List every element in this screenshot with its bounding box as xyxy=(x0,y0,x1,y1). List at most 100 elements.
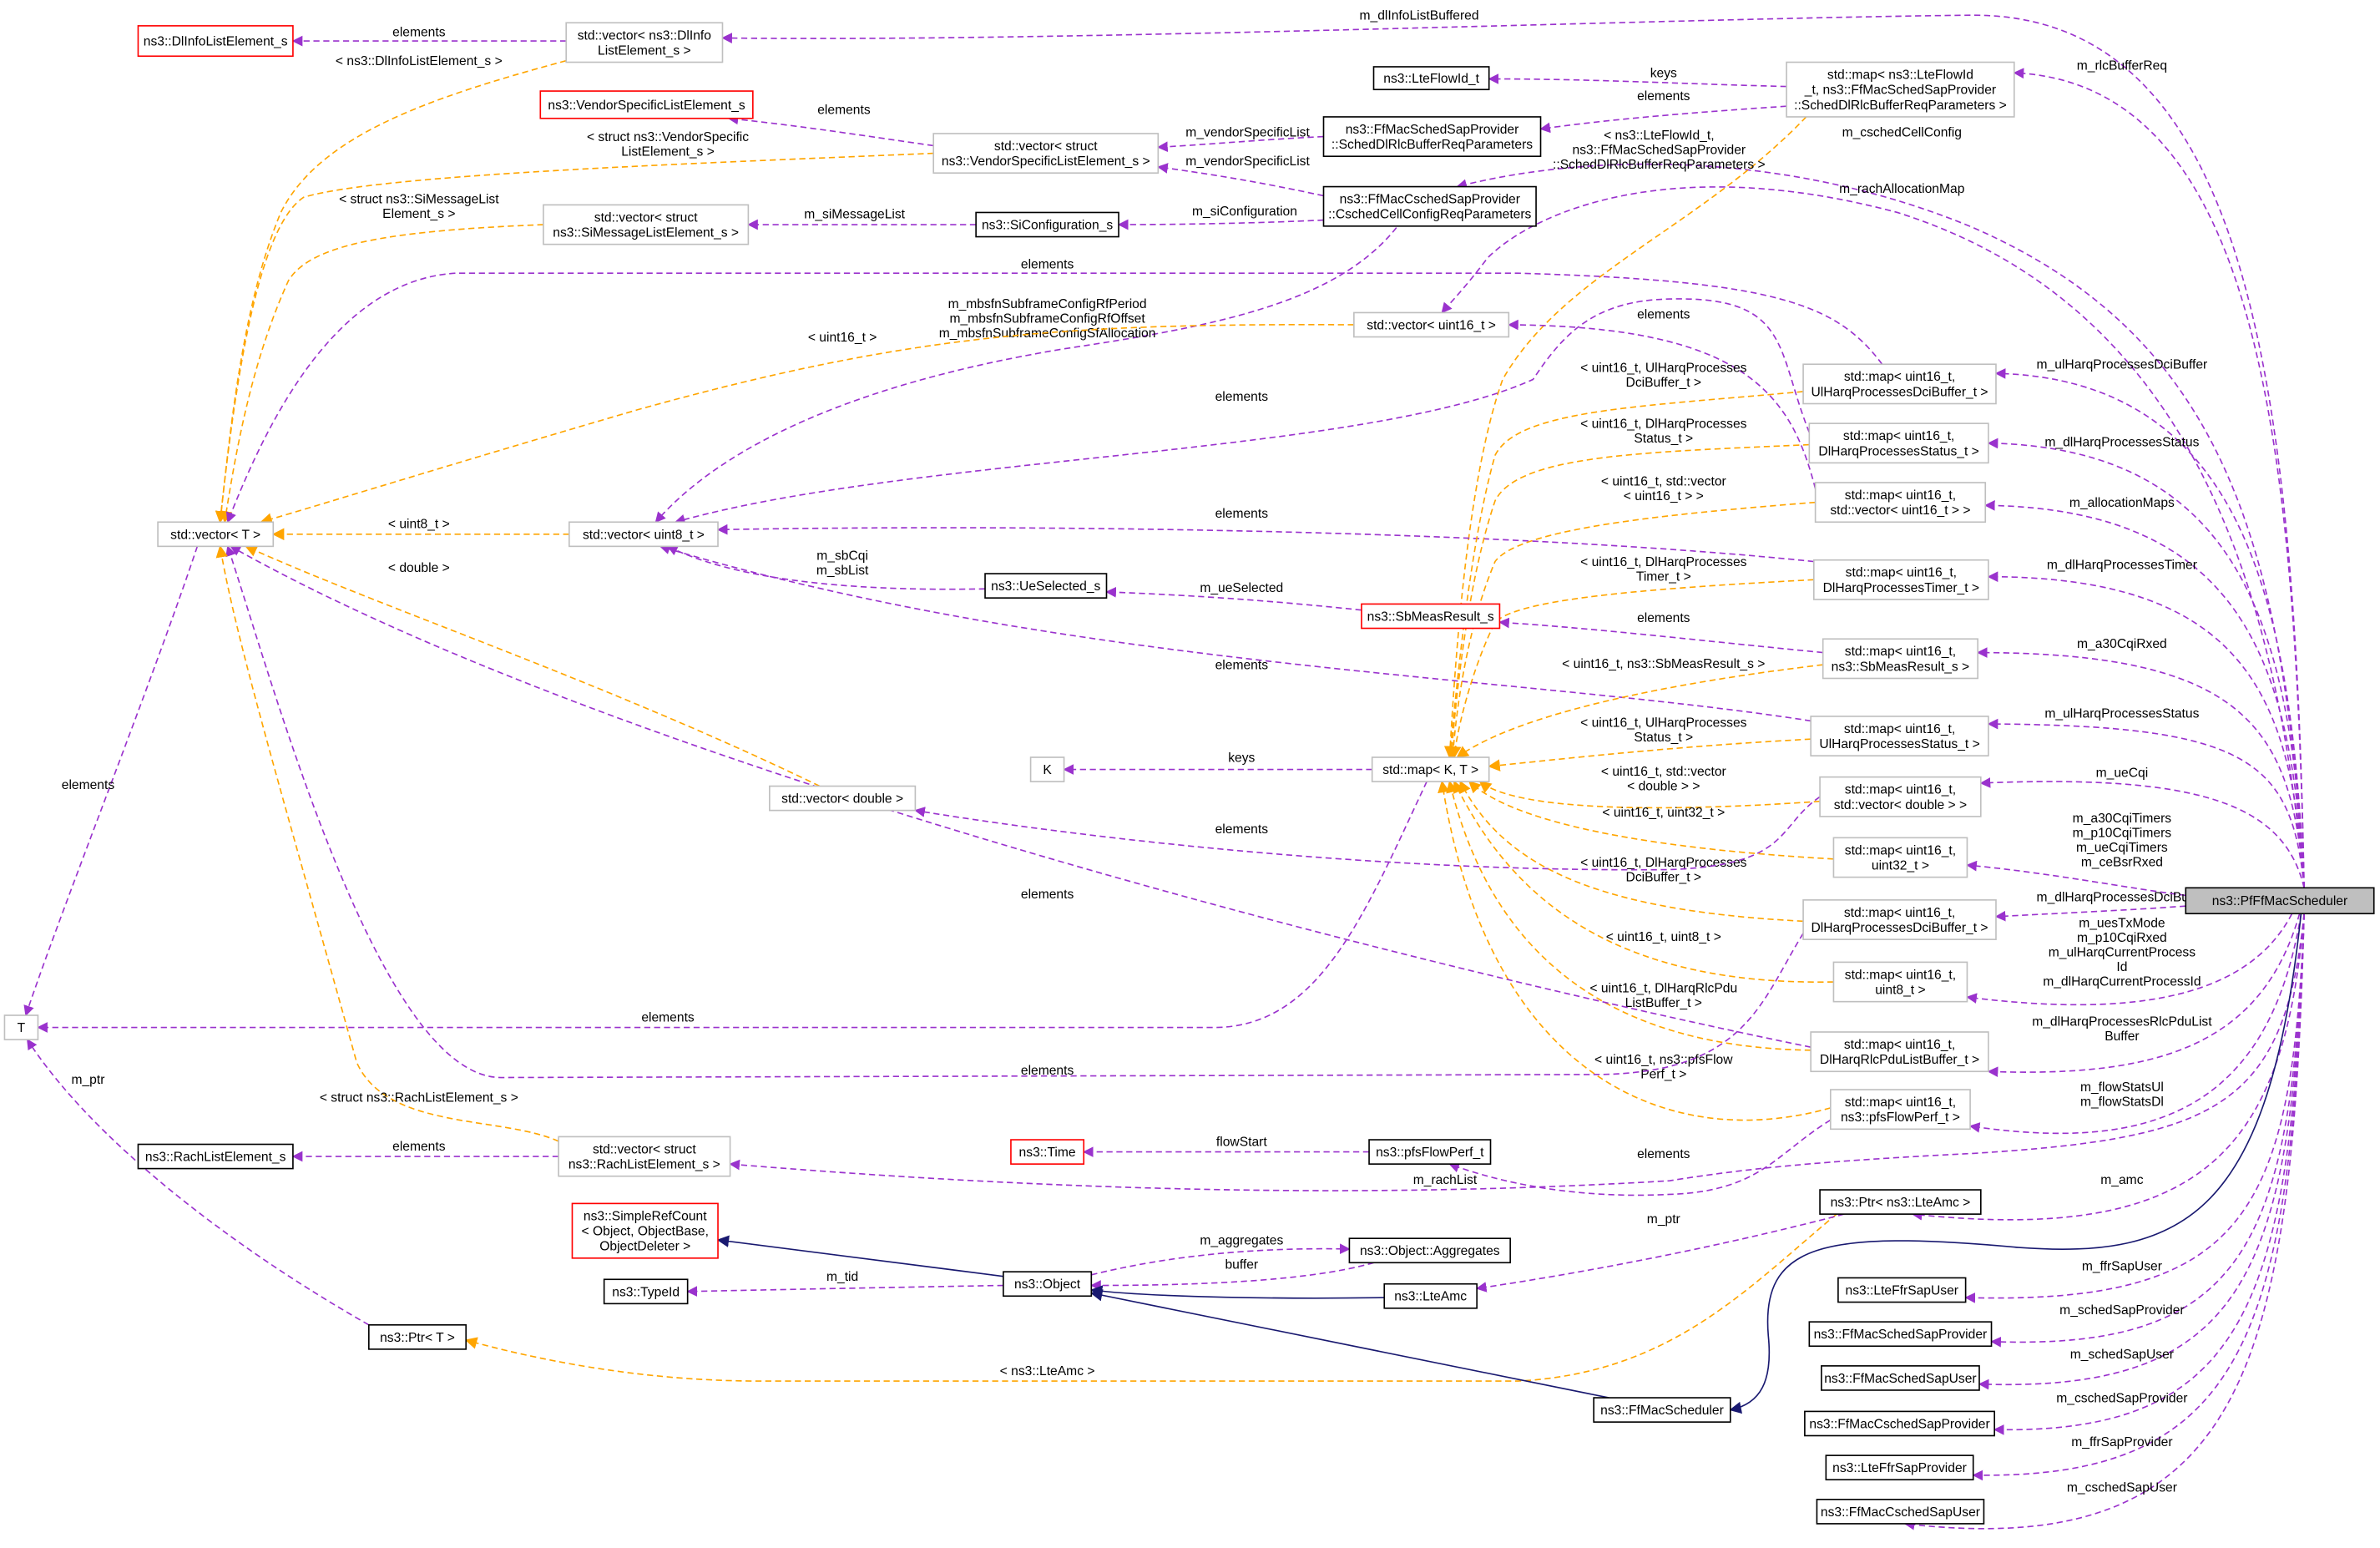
class-node-ff-mac-csched-sap-user[interactable]: ns3::FfMacCschedSapUser xyxy=(1816,1499,1985,1525)
class-node-dl-info-list-element[interactable]: ns3::DlInfoListElement_s xyxy=(137,25,294,58)
node-label: uint32_t > xyxy=(1872,859,1929,873)
class-node-ff-mac-sched-sap-provider[interactable]: ns3::FfMacSchedSapProvider xyxy=(1808,1321,1993,1348)
node-label: ns3::Object::Aggregates xyxy=(1360,1244,1500,1258)
node-label: ns3::VendorSpecificListElement_s > xyxy=(942,154,1150,169)
class-node-map-pfs-flow[interactable]: std::map< uint16_t,ns3::pfsFlowPerf_t > xyxy=(1829,1089,1971,1131)
node-box xyxy=(603,1278,689,1305)
class-node-vec-uint16[interactable]: std::vector< uint16_t > xyxy=(1353,311,1510,338)
node-box xyxy=(1786,61,2015,118)
edge-template: < uint16_t, ns3::SbMeasResult_s > xyxy=(1456,657,1823,758)
edge-member: m_cschedSapUser xyxy=(1903,913,2305,1530)
edge-member: elements xyxy=(1508,308,1817,489)
node-box xyxy=(975,211,1119,238)
template-edge-line xyxy=(1446,780,1812,1051)
class-node-object[interactable]: ns3::Object xyxy=(1003,1271,1093,1298)
edge-label: m_dlHarqProcessesDciBuffer xyxy=(2037,891,2208,905)
node-label: ns3::Time xyxy=(1019,1146,1076,1160)
template-edge-line xyxy=(215,152,934,524)
class-node-vec-rach[interactable]: std::vector< structns3::RachListElement_… xyxy=(558,1136,731,1177)
class-node-k[interactable]: K xyxy=(1029,756,1065,782)
member-edge-line xyxy=(1903,913,2305,1530)
class-node-t[interactable]: T xyxy=(3,1014,39,1040)
edge-label: < uint16_t, std::vector xyxy=(1601,765,1726,779)
inherit-edge-line xyxy=(1089,1285,1385,1299)
class-node-map-vec-uint16[interactable]: std::map< uint16_t,std::vector< uint16_t… xyxy=(1814,482,1987,524)
class-node-vec-double[interactable]: std::vector< double > xyxy=(769,785,917,812)
template-edge-line xyxy=(220,224,543,524)
edge-label: < double > xyxy=(388,561,450,575)
class-node-map-uint8[interactable]: std::map< uint16_t,uint8_t > xyxy=(1832,961,1968,1003)
class-node-vec-dl-info[interactable]: std::vector< ns3::DlInfoListElement_s > xyxy=(565,22,724,63)
class-node-ff-mac-sched-sap-user[interactable]: ns3::FfMacSchedSapUser xyxy=(1821,1365,1980,1391)
class-node-pf-ff-mac-scheduler[interactable]: ns3::PfFfMacScheduler xyxy=(2185,887,2375,915)
class-node-ptr-t[interactable]: ns3::Ptr< T > xyxy=(368,1323,467,1350)
class-node-vec-t[interactable]: std::vector< T > xyxy=(157,521,275,548)
member-edge-line xyxy=(225,272,1883,524)
class-node-map-kt[interactable]: std::map< K, T > xyxy=(1371,756,1490,782)
class-node-pfs-flow-perf[interactable]: ns3::pfsFlowPerf_t xyxy=(1368,1139,1492,1165)
class-node-map-dl-harq-rlc[interactable]: std::map< uint16_t,DlHarqRlcPduListBuffe… xyxy=(1810,1031,1989,1073)
node-label: ns3::DlInfoListElement_s xyxy=(144,35,288,49)
edge-label: m_siConfiguration xyxy=(1192,205,1297,219)
inherit-edge-line xyxy=(716,1235,1003,1277)
class-node-vec-vendor[interactable]: std::vector< structns3::VendorSpecificLi… xyxy=(932,133,1160,175)
class-node-map-dl-harq-status[interactable]: std::map< uint16_t,DlHarqProcessesStatus… xyxy=(1808,422,1989,464)
edge-label: m_mbsfnSubframeConfigRfOffset xyxy=(949,311,1145,326)
node-box xyxy=(1825,1454,1974,1481)
member-edge-line xyxy=(1966,860,2186,897)
class-node-ff-mac-scheduler[interactable]: ns3::FfMacScheduler xyxy=(1593,1397,1731,1423)
class-node-ue-selected[interactable]: ns3::UeSelected_s xyxy=(984,573,1108,599)
edge-member: m_rlcBufferReq xyxy=(2013,59,2305,888)
class-node-vendor-specific[interactable]: ns3::VendorSpecificListElement_s xyxy=(539,90,754,119)
class-node-sb-meas-result[interactable]: ns3::SbMeasResult_s xyxy=(1361,603,1501,630)
class-node-lte-flow-id[interactable]: ns3::LteFlowId_t xyxy=(1372,66,1490,91)
class-node-map-vec-double[interactable]: std::map< uint16_t,std::vector< double >… xyxy=(1819,776,1982,817)
node-label: uint8_t > xyxy=(1875,984,1925,998)
edge-label: m_p10CqiRxed xyxy=(2077,931,2167,945)
node-label: std::map< uint16_t, xyxy=(1845,1095,1956,1110)
edge-label: m_uesTxMode xyxy=(2079,917,2165,931)
edge-template: < double > xyxy=(245,545,821,787)
class-node-map-sb-meas[interactable]: std::map< uint16_t,ns3::SbMeasResult_s > xyxy=(1822,638,1978,680)
class-node-map-dl-harq-timer[interactable]: std::map< uint16_t,DlHarqProcessesTimer_… xyxy=(1812,559,1989,600)
edge-label: < ns3::LteAmc > xyxy=(1000,1364,1095,1379)
class-node-map-dl-harq-dci[interactable]: std::map< uint16_t,DlHarqProcessesDciBuf… xyxy=(1802,899,1997,940)
class-node-map-rlc[interactable]: std::map< ns3::LteFlowId_t, ns3::FfMacSc… xyxy=(1786,61,2015,118)
class-node-simple-ref-count[interactable]: ns3::SimpleRefCount< Object, ObjectBase,… xyxy=(571,1202,719,1259)
edge-template: < uint8_t > xyxy=(271,518,569,541)
class-node-map-uint32[interactable]: std::map< uint16_t,uint32_t > xyxy=(1832,837,1968,878)
class-node-time[interactable]: ns3::Time xyxy=(1010,1139,1085,1165)
class-node-vec-si-msg[interactable]: std::vector< structns3::SiMessageListEle… xyxy=(543,204,750,245)
edge-member: elements xyxy=(225,545,1804,1079)
template-edge-line xyxy=(1444,391,1804,759)
node-label: ns3::LteFlowId_t xyxy=(1383,72,1479,86)
class-node-ff-mac-csched-sap-provider[interactable]: ns3::FfMacCschedSapProvider xyxy=(1804,1410,1995,1437)
class-node-sched-dl-rlc[interactable]: ns3::FfMacSchedSapProvider::SchedDlRlcBu… xyxy=(1322,116,1542,158)
class-node-vec-uint8[interactable]: std::vector< uint8_t > xyxy=(568,521,719,548)
edge-label: m_siMessageList xyxy=(804,208,905,222)
class-node-csched-cell-config[interactable]: ns3::FfMacCschedSapProvider::CschedCellC… xyxy=(1322,185,1537,227)
class-node-si-configuration[interactable]: ns3::SiConfiguration_s xyxy=(975,211,1119,238)
edge-label: m_rachAllocationMap xyxy=(1839,182,1965,196)
class-node-lte-ffr-sap-provider[interactable]: ns3::LteFfrSapProvider xyxy=(1825,1454,1974,1481)
node-label: ns3::Ptr< ns3::LteAmc > xyxy=(1831,1196,1971,1210)
edge-label: keys xyxy=(1650,67,1677,81)
class-node-object-aggregates[interactable]: ns3::Object::Aggregates xyxy=(1348,1237,1511,1264)
class-node-rach-list-element[interactable]: ns3::RachListElement_s xyxy=(137,1143,294,1170)
member-edge-line xyxy=(659,544,1812,722)
edge-member: m_siConfiguration xyxy=(1117,205,1324,230)
edge-label: elements xyxy=(1637,89,1690,104)
class-node-type-id[interactable]: ns3::TypeId xyxy=(603,1278,689,1305)
node-label: DlHarqProcessesTimer_t > xyxy=(1823,581,1979,595)
class-node-ptr-lte-amc[interactable]: ns3::Ptr< ns3::LteAmc > xyxy=(1819,1189,1982,1215)
class-node-map-ul-harq-dci[interactable]: std::map< uint16_t,UlHarqProcessesDciBuf… xyxy=(1802,363,1997,405)
edge-member: elements xyxy=(914,796,1821,871)
class-node-lte-ffr-sap-user[interactable]: ns3::LteFfrSapUser xyxy=(1837,1277,1967,1303)
member-edge-line xyxy=(1157,163,1324,197)
edge-label: m_ulHarqCurrentProcess xyxy=(2049,945,2196,959)
edge-label: Id xyxy=(2116,960,2127,974)
class-node-map-ul-harq-status[interactable]: std::map< uint16_t,UlHarqProcessesStatus… xyxy=(1810,716,1989,757)
class-node-lte-amc[interactable]: ns3::LteAmc xyxy=(1383,1282,1478,1309)
node-label: std::vector< ns3::DlInfo xyxy=(578,28,712,43)
